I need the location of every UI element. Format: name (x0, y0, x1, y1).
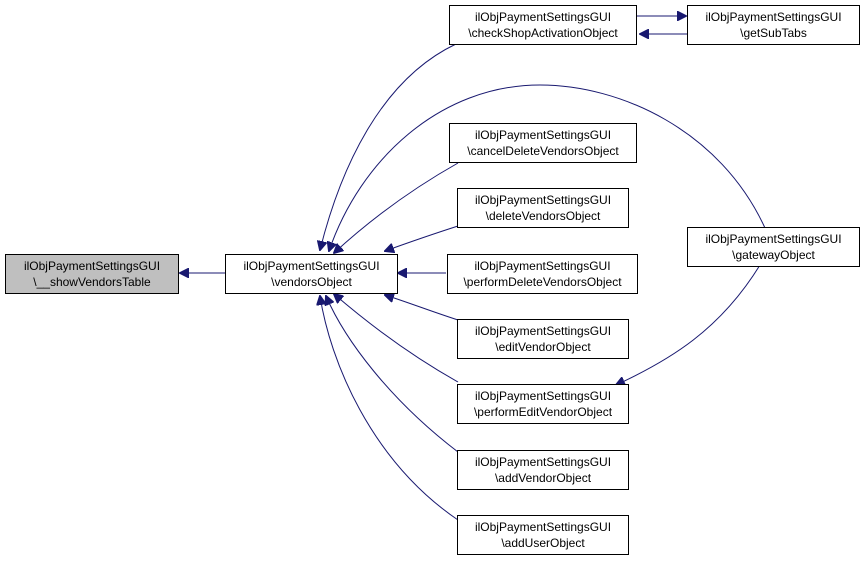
edge-addUser-to-vendorsObject (320, 296, 459, 521)
node-label-line1: ilObjPaymentSettingsGUI (474, 455, 612, 469)
node-label-line2: \editVendorObject (495, 340, 591, 354)
node-label-line1: ilObjPaymentSettingsGUI (474, 128, 612, 142)
node-addUserObject[interactable]: ilObjPaymentSettingsGUI \addUserObject (457, 515, 629, 555)
node-label-line1: ilObjPaymentSettingsGUI (243, 259, 380, 273)
edge-addVendor-to-vendorsObject (326, 296, 459, 453)
node-label-line2: \cancelDeleteVendorsObject (467, 144, 619, 158)
node-label-line2: \__showVendorsTable (33, 275, 151, 289)
node-label-line2: \performDeleteVendorsObject (463, 275, 622, 289)
node-label-line1: ilObjPaymentSettingsGUI (705, 10, 842, 24)
edge-editVendor-to-vendorsObject (385, 295, 459, 321)
node-label-line2: \getSubTabs (740, 26, 807, 40)
node-performEditVendorObject[interactable]: ilObjPaymentSettingsGUI \performEditVend… (457, 384, 629, 424)
node-vendorsObject[interactable]: ilObjPaymentSettingsGUI \vendorsObject (225, 254, 398, 294)
edge-performEditVendor-to-vendorsObject (334, 294, 459, 383)
node-label-line1: ilObjPaymentSettingsGUI (23, 259, 161, 273)
node-label-line1: ilObjPaymentSettingsGUI (474, 389, 612, 403)
node-gatewayObject[interactable]: ilObjPaymentSettingsGUI \gatewayObject (687, 227, 860, 267)
node-checkShopActivationObject[interactable]: ilObjPaymentSettingsGUI \checkShopActiva… (449, 5, 637, 45)
node-getSubTabs[interactable]: ilObjPaymentSettingsGUI \getSubTabs (687, 5, 860, 45)
node-label-line2: \deleteVendorsObject (485, 209, 601, 223)
node-label-line1: ilObjPaymentSettingsGUI (474, 520, 612, 534)
edge-gatewayObject-to-performEditVendor (616, 264, 761, 385)
edge-gatewayObject-to-vendorsObject (329, 84, 766, 251)
node-label-line2: \addVendorObject (494, 471, 592, 485)
node-label-line1: ilObjPaymentSettingsGUI (474, 324, 612, 338)
node-label-line1: ilObjPaymentSettingsGUI (474, 259, 611, 273)
node-label-line1: ilObjPaymentSettingsGUI (474, 193, 612, 207)
node-label-line2: \gatewayObject (732, 248, 815, 262)
node-label-line2: \vendorsObject (271, 275, 352, 289)
node-label-line2: \checkShopActivationObject (468, 26, 618, 40)
node-label-line2: \performEditVendorObject (473, 405, 613, 419)
node-cancelDeleteVendorsObject[interactable]: ilObjPaymentSettingsGUI \cancelDeleteVen… (449, 123, 637, 163)
node-label-line1: ilObjPaymentSettingsGUI (474, 10, 612, 24)
node-showVendorsTable[interactable]: ilObjPaymentSettingsGUI \__showVendorsTa… (5, 254, 179, 294)
node-label-line1: ilObjPaymentSettingsGUI (705, 232, 842, 246)
node-editVendorObject[interactable]: ilObjPaymentSettingsGUI \editVendorObjec… (457, 319, 629, 359)
edge-cancelDelete-to-vendorsObject (334, 162, 459, 253)
node-performDeleteVendorsObject[interactable]: ilObjPaymentSettingsGUI \performDeleteVe… (447, 254, 638, 294)
node-label-line2: \addUserObject (501, 536, 585, 550)
node-deleteVendorsObject[interactable]: ilObjPaymentSettingsGUI \deleteVendorsOb… (457, 188, 629, 228)
edge-deleteVendors-to-vendorsObject (385, 225, 459, 251)
edge-checkShopActivation-to-vendorsObject (320, 43, 457, 250)
node-addVendorObject[interactable]: ilObjPaymentSettingsGUI \addVendorObject (457, 450, 629, 490)
